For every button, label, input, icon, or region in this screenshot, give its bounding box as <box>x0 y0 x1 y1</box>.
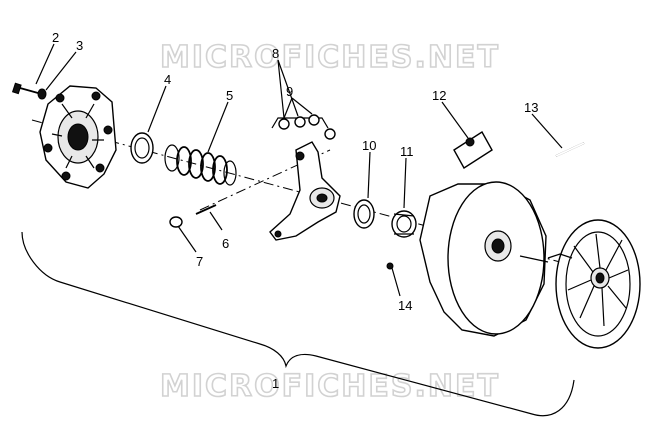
callout-7: 7 <box>196 254 203 269</box>
part-clip <box>453 131 493 169</box>
watermark-bottom: MICROFICHES.NET <box>160 369 500 404</box>
part-bushing-11 <box>391 210 417 238</box>
part-bolt <box>11 82 39 95</box>
callout-2: 2 <box>52 30 59 45</box>
callout-11: 11 <box>400 144 414 159</box>
callout-9: 9 <box>286 84 293 99</box>
part-spoked-sheave <box>547 219 641 349</box>
callout-13: 13 <box>524 100 538 115</box>
part-spring <box>164 144 237 186</box>
part-roller-arm <box>269 141 341 241</box>
callout-10: 10 <box>362 138 376 153</box>
part-ring-4 <box>130 132 154 164</box>
part-bushing-7 <box>169 216 183 228</box>
leader-lines <box>35 43 563 297</box>
callout-3: 3 <box>76 38 83 53</box>
part-washer <box>37 88 47 100</box>
assembly-brace <box>21 231 575 417</box>
callout-4: 4 <box>164 72 171 87</box>
pin-axis <box>199 149 331 211</box>
callout-6: 6 <box>222 236 229 251</box>
callout-8: 8 <box>272 46 279 61</box>
callout-12: 12 <box>432 88 446 103</box>
callout-14: 14 <box>398 298 412 313</box>
callout-1: 1 <box>272 376 279 391</box>
part-nuts <box>271 114 336 140</box>
callout-5: 5 <box>226 88 233 103</box>
part-pin <box>195 204 217 215</box>
part-ring-10 <box>353 199 375 229</box>
watermark-top: MICROFICHES.NET <box>160 40 500 75</box>
part-long-bolt <box>555 142 585 157</box>
part-sheave <box>386 181 549 337</box>
part-cover-housing <box>39 85 117 189</box>
